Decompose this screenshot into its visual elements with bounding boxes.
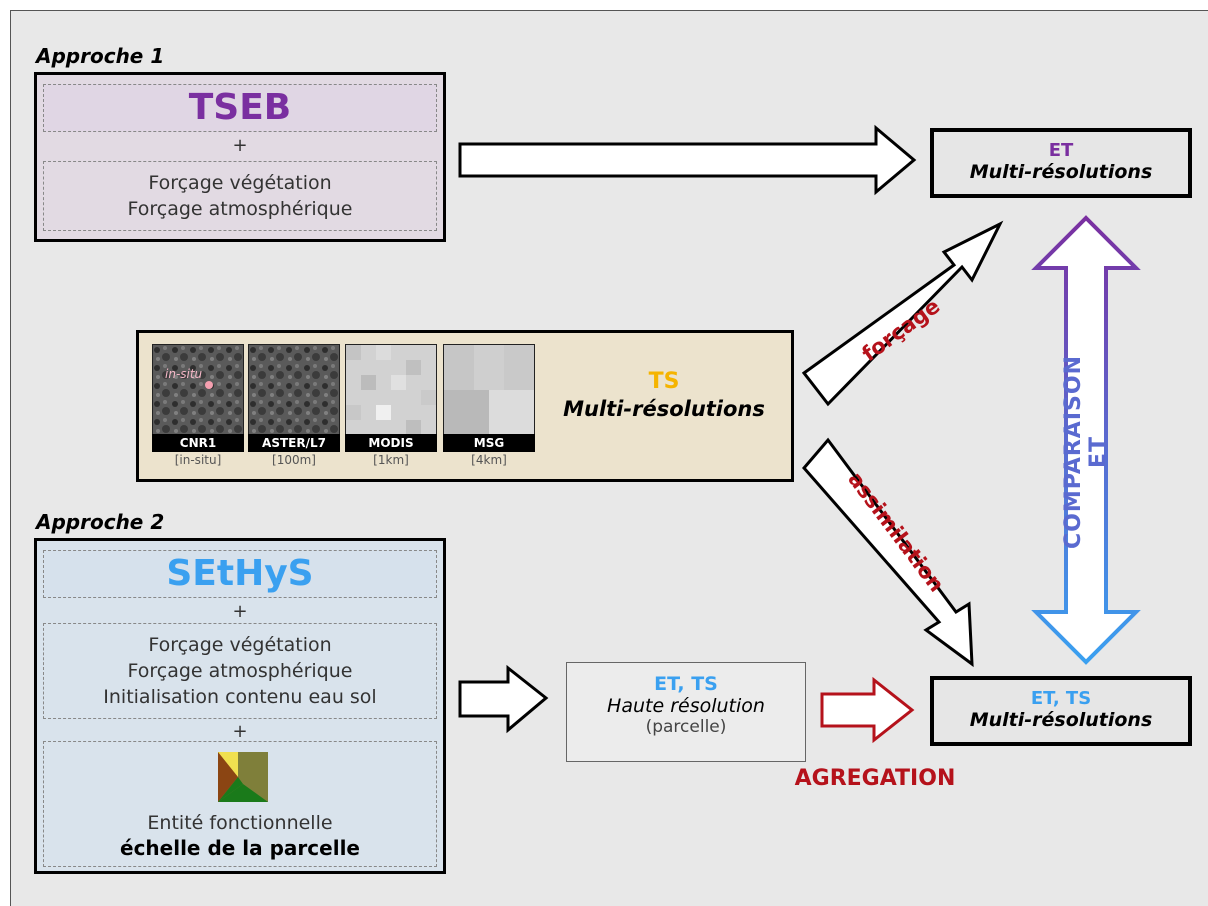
et-ts-title: ET, TS <box>1030 688 1092 709</box>
agregation-label: AGREGATION <box>794 766 956 791</box>
forcing-vegetation-text: Forçage végétation <box>148 634 332 656</box>
entity-text: Entité fonctionnelle <box>147 812 333 834</box>
et-ts-multires-output-box: ET, TS Multi-résolutions <box>930 676 1192 746</box>
et-multires-output-box: ET Multi-résolutions <box>930 128 1192 198</box>
soil-water-init-text: Initialisation contenu eau sol <box>103 686 377 708</box>
approche-2-label: Approche 2 <box>36 510 165 534</box>
high-res-output-box: ET, TS Haute résolution (parcelle) <box>566 662 806 762</box>
comparaison-label: COMPARAISON ET <box>1061 355 1111 549</box>
ts-multires-subtitle: Multi-résolutions <box>563 397 765 421</box>
forcage-arrow <box>801 220 1004 407</box>
functional-entity-panel: Entité fonctionnelle échelle de la parce… <box>43 741 437 867</box>
forcing-vegetation-text: Forçage végétation <box>148 172 332 194</box>
modis-thumbnail <box>345 344 437 436</box>
forcing-atmospheric-text: Forçage atmosphérique <box>127 198 353 220</box>
aster-thumbnail <box>248 344 340 436</box>
approche-1-box: TSEB + Forçage végétation Forçage atmosp… <box>34 72 446 242</box>
comparaison-arrow <box>1031 215 1141 665</box>
tseb-forcing-panel: Forçage végétation Forçage atmosphérique <box>43 161 437 231</box>
plus-sign-1: + <box>232 601 248 622</box>
et-title: ET <box>1048 140 1074 161</box>
cnr1-resolution: [in-situ] <box>174 453 222 467</box>
agregation-arrow <box>820 676 915 744</box>
msg-resolution: [4km] <box>471 453 507 467</box>
assimilation-arrow <box>802 437 974 668</box>
forcing-atmospheric-text: Forçage atmosphérique <box>127 660 353 682</box>
approche-1-label: Approche 1 <box>36 44 165 68</box>
aster-caption: ASTER/L7 <box>248 434 340 452</box>
modis-caption: MODIS <box>345 434 437 452</box>
multires-subtitle: Multi-résolutions <box>969 709 1153 731</box>
msg-caption: MSG <box>443 434 535 452</box>
parcel-note: (parcelle) <box>645 717 727 737</box>
parcel-entity-icon <box>218 752 268 802</box>
plus-sign: + <box>232 135 248 156</box>
ts-panel: in-situ <box>136 330 794 482</box>
tseb-panel: TSEB <box>43 84 437 132</box>
sethys-title: SEtHyS <box>166 553 314 594</box>
aster-resolution: [100m] <box>272 453 316 467</box>
plus-sign-2: + <box>232 721 248 742</box>
cnr1-caption: CNR1 <box>152 434 244 452</box>
approche-2-box: SEtHyS + Forçage végétation Forçage atmo… <box>34 538 446 874</box>
msg-thumbnail <box>443 344 535 436</box>
sethys-panel: SEtHyS <box>43 550 437 598</box>
sethys-forcing-panel: Forçage végétation Forçage atmosphérique… <box>43 623 437 719</box>
multires-subtitle: Multi-résolutions <box>969 161 1153 183</box>
high-res-title: ET, TS <box>654 673 718 695</box>
parcel-scale-text: échelle de la parcelle <box>120 836 360 860</box>
approach-2-arrow <box>458 664 549 734</box>
modis-resolution: [1km] <box>373 453 409 467</box>
cnr1-thumbnail <box>152 344 244 436</box>
ts-title: TS <box>648 369 680 394</box>
tseb-title: TSEB <box>188 87 292 128</box>
high-res-subtitle: Haute résolution <box>607 695 765 717</box>
insitu-marker-label: in-situ <box>165 367 203 381</box>
approach-1-arrow <box>458 124 917 196</box>
